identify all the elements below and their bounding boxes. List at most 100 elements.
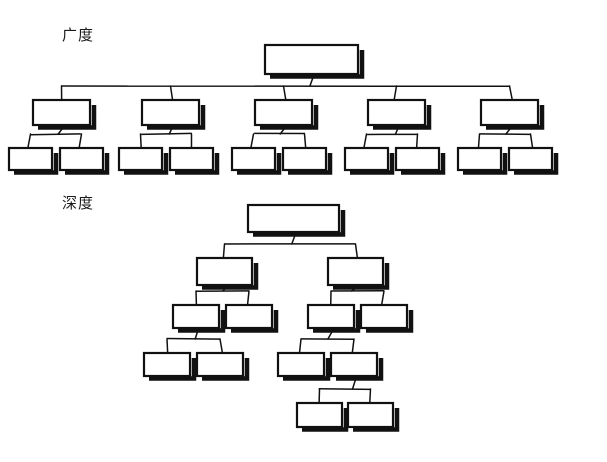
node-box [281,146,328,172]
connector-bus [479,133,531,136]
connector-leg [169,85,174,102]
connector-bus [166,337,221,340]
node-shadow [237,153,282,175]
node-layer [7,43,559,432]
node-shadow [514,153,559,175]
node-box [394,146,441,172]
connector-leg [166,338,169,355]
node-shadow [313,310,361,333]
node-shadow [147,105,206,130]
node-shadow [283,358,331,381]
node-shadow [353,408,400,432]
tree-node[interactable] [479,98,545,130]
connector-bus [318,387,371,391]
node-shadow [231,310,279,333]
tree-node[interactable] [58,146,110,175]
tree-node[interactable] [142,351,197,381]
connector-leg [282,85,287,102]
tree-node[interactable] [456,146,508,175]
connector-leg [249,133,255,150]
tree-node[interactable] [195,351,250,381]
node-shadow [260,105,319,130]
node-shadow [270,50,365,79]
connector-leg [508,85,514,102]
tree-node[interactable] [230,146,282,175]
node-shadow [202,358,250,381]
connector-leg [354,243,359,260]
connector-leg [139,133,142,150]
node-box [140,98,201,127]
node-shadow [253,210,346,237]
connector-leg [26,133,32,150]
tree-node[interactable] [306,303,361,333]
node-shadow [14,153,59,175]
node-box [346,401,395,429]
breadth-section-label: 广度 [62,26,95,44]
tree-node[interactable] [117,146,169,175]
tree-node[interactable] [281,146,333,175]
node-shadow [175,153,220,175]
tree-node[interactable] [171,303,226,333]
connector-leg [529,133,534,150]
node-box [359,303,409,330]
tree-node[interactable] [168,146,220,175]
node-shadow [486,105,545,130]
tree-node[interactable] [195,256,259,290]
tree-node[interactable] [394,146,446,175]
node-box [507,146,554,172]
tree-node[interactable] [366,98,432,130]
node-box [306,303,356,330]
node-shadow [288,153,333,175]
tree-node[interactable] [253,98,319,130]
connector-leg [298,338,302,355]
tree-node[interactable] [276,351,331,381]
connector-leg [380,290,385,307]
node-box [479,98,540,127]
connector-leg [415,133,419,150]
connector-leg [222,243,226,260]
node-shadow [202,263,259,290]
connector-leg [246,290,250,307]
node-shadow [463,153,508,175]
node-box [263,43,360,76]
tree-node[interactable] [326,256,390,290]
node-shadow [336,358,384,381]
tree-node[interactable] [507,146,559,175]
node-box [224,303,274,330]
connector-leg [368,388,372,405]
node-box [329,351,379,378]
connector-leg [477,133,481,150]
node-shadow [366,310,414,333]
tree-node[interactable] [7,146,59,175]
node-box [253,98,314,127]
node-box [366,98,427,127]
node-shadow [302,408,349,432]
node-box [168,146,215,172]
node-box [326,256,385,287]
node-box [117,146,164,172]
node-shadow [38,105,97,130]
tree-node[interactable] [346,401,400,432]
connector-leg [78,133,83,150]
tree-node[interactable] [359,303,414,333]
connector-leg [303,133,307,150]
tree-node[interactable] [295,401,349,432]
tree-node[interactable] [31,98,97,130]
connector-leg [393,85,398,102]
tree-node[interactable] [246,203,346,237]
node-shadow [65,153,110,175]
tree-node[interactable] [224,303,279,333]
node-shadow [124,153,169,175]
node-shadow [333,263,390,290]
tree-node[interactable] [343,146,395,175]
node-shadow [178,310,226,333]
node-box [58,146,105,172]
node-box [31,98,92,127]
node-box [230,146,277,172]
node-box [456,146,503,172]
tree-node[interactable] [329,351,384,381]
tree-node[interactable] [140,98,206,130]
tree-node[interactable] [263,43,365,79]
node-shadow [401,153,446,175]
